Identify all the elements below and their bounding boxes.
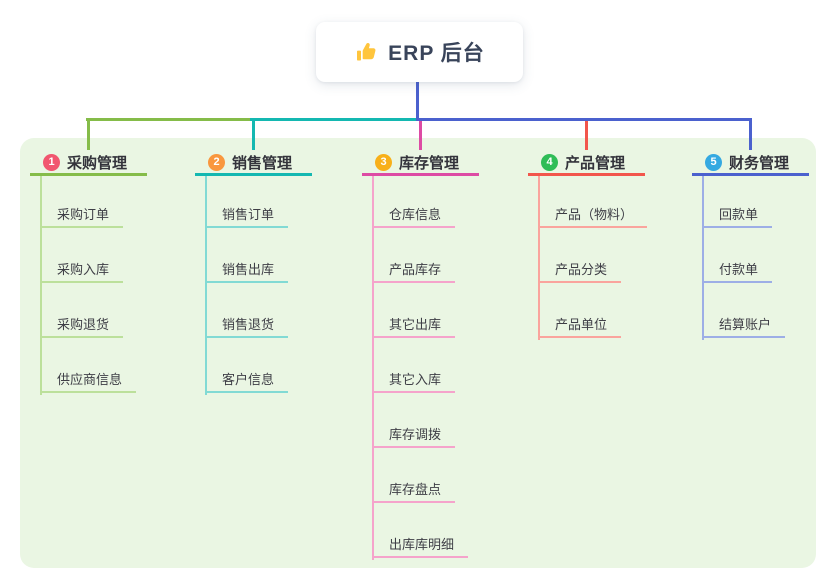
bus-segment-teal (250, 118, 417, 121)
root-stem-line (416, 82, 419, 121)
drop-line-branch-3 (419, 121, 422, 150)
branch-label-5: 财务管理 (729, 154, 790, 172)
thumbs-up-icon (354, 40, 378, 64)
branch-item[interactable]: 库存调拨 (372, 420, 456, 448)
branch-header-5[interactable]: 5 财务管理 (692, 151, 809, 176)
branch-item[interactable]: 出库库明细 (372, 530, 469, 558)
branch-vline-4 (538, 176, 540, 340)
drop-line-branch-2 (252, 118, 255, 150)
branch-vline-5 (702, 176, 704, 340)
branch-item[interactable]: 销售出库 (205, 255, 289, 283)
branch-item[interactable]: 产品库存 (372, 255, 456, 283)
branch-item[interactable]: 库存盘点 (372, 475, 456, 503)
branch-item[interactable]: 结算账户 (702, 310, 786, 338)
branch-vline-3 (372, 176, 374, 560)
root-node-label: ERP 后台 (388, 42, 485, 65)
branch-item[interactable]: 产品分类 (538, 255, 622, 283)
branch-header-4[interactable]: 4 产品管理 (528, 151, 645, 176)
branch-item[interactable]: 供应商信息 (40, 365, 137, 393)
branch-label-1: 采购管理 (67, 154, 128, 172)
branch-badge-5: 5 (705, 153, 722, 171)
branches-panel (20, 138, 816, 568)
drop-line-branch-1 (87, 118, 90, 150)
branch-item[interactable]: 产品（物料） (538, 200, 648, 228)
branch-item[interactable]: 其它入库 (372, 365, 456, 393)
branch-badge-3: 3 (375, 153, 392, 171)
branch-badge-2: 2 (208, 153, 225, 171)
branch-label-4: 产品管理 (565, 154, 626, 172)
drop-line-branch-5 (749, 118, 752, 150)
branch-item[interactable]: 销售订单 (205, 200, 289, 228)
branch-item[interactable]: 采购入库 (40, 255, 124, 283)
branch-item[interactable]: 回款单 (702, 200, 773, 228)
branch-item[interactable]: 采购退货 (40, 310, 124, 338)
bus-segment-blue (416, 118, 749, 121)
branch-badge-1: 1 (43, 153, 60, 171)
branch-header-2[interactable]: 2 销售管理 (195, 151, 312, 176)
branch-item[interactable]: 付款单 (702, 255, 773, 283)
branch-label-3: 库存管理 (399, 154, 460, 172)
drop-line-branch-4 (585, 121, 588, 150)
branch-item[interactable]: 采购订单 (40, 200, 124, 228)
branch-header-3[interactable]: 3 库存管理 (362, 151, 479, 176)
branch-badge-4: 4 (541, 153, 558, 171)
branch-item[interactable]: 其它出库 (372, 310, 456, 338)
branch-vline-1 (40, 176, 42, 395)
branch-header-1[interactable]: 1 采购管理 (30, 151, 147, 176)
root-node-erp[interactable]: ERP 后台 (316, 22, 523, 82)
branch-item[interactable]: 销售退货 (205, 310, 289, 338)
branch-vline-2 (205, 176, 207, 395)
branch-item[interactable]: 产品单位 (538, 310, 622, 338)
branch-item[interactable]: 客户信息 (205, 365, 289, 393)
bus-segment-green (86, 118, 252, 121)
branch-item[interactable]: 仓库信息 (372, 200, 456, 228)
branch-label-2: 销售管理 (232, 154, 293, 172)
